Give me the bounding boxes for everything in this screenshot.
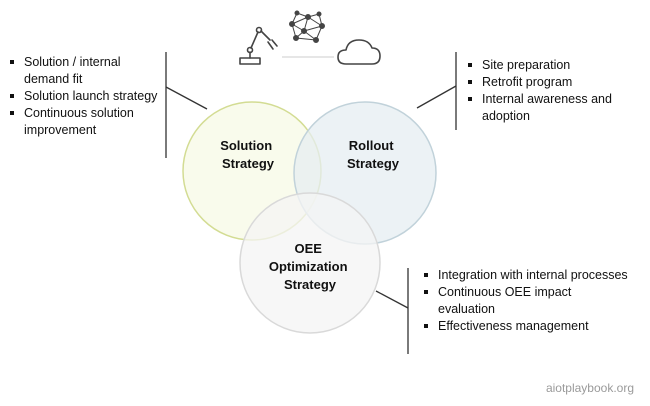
list-item: Integration with internal processes [424,267,629,284]
cloud-icon [337,39,381,65]
rollout-strategy-label-line: Rollout [349,138,394,153]
watermark: aiotplaybook.org [546,381,634,395]
oee-strategy-label-line: Strategy [284,277,337,292]
robot-arm-icon [239,26,278,65]
rollout-strategy-bullets: Site preparation Retrofit program Intern… [468,57,638,125]
list-item: Internal awareness and adoption [468,91,638,125]
list-item: Continuous OEE impact evaluation [424,284,629,318]
left-connector [165,52,208,158]
list-item: Continuous solution improvement [10,105,158,139]
list-item: Retrofit program [468,74,638,91]
rollout-strategy-label-line: Strategy [347,156,400,171]
oee-strategy-label: OEE Optimization Strategy [269,241,351,292]
solution-strategy-bullets: Solution / internal demand fit Solution … [10,54,158,139]
bottom-right-connector [375,268,409,354]
list-item: Solution / internal demand fit [10,54,158,88]
list-item: Solution launch strategy [10,88,158,105]
rollout-strategy-label: Rollout Strategy [347,138,400,171]
list-item: Site preparation [468,57,638,74]
oee-strategy-label-line: OEE [294,241,322,256]
solution-strategy-label: Solution Strategy [220,138,276,171]
right-top-connector [416,52,457,130]
solution-strategy-label-line: Solution [220,138,272,153]
neural-network-icon [289,10,325,43]
solution-strategy-label-line: Strategy [222,156,275,171]
list-item: Effectiveness management [424,318,629,335]
oee-strategy-circle [239,192,381,334]
oee-strategy-label-line: Optimization [269,259,348,274]
oee-strategy-bullets: Integration with internal processes Cont… [424,267,629,335]
